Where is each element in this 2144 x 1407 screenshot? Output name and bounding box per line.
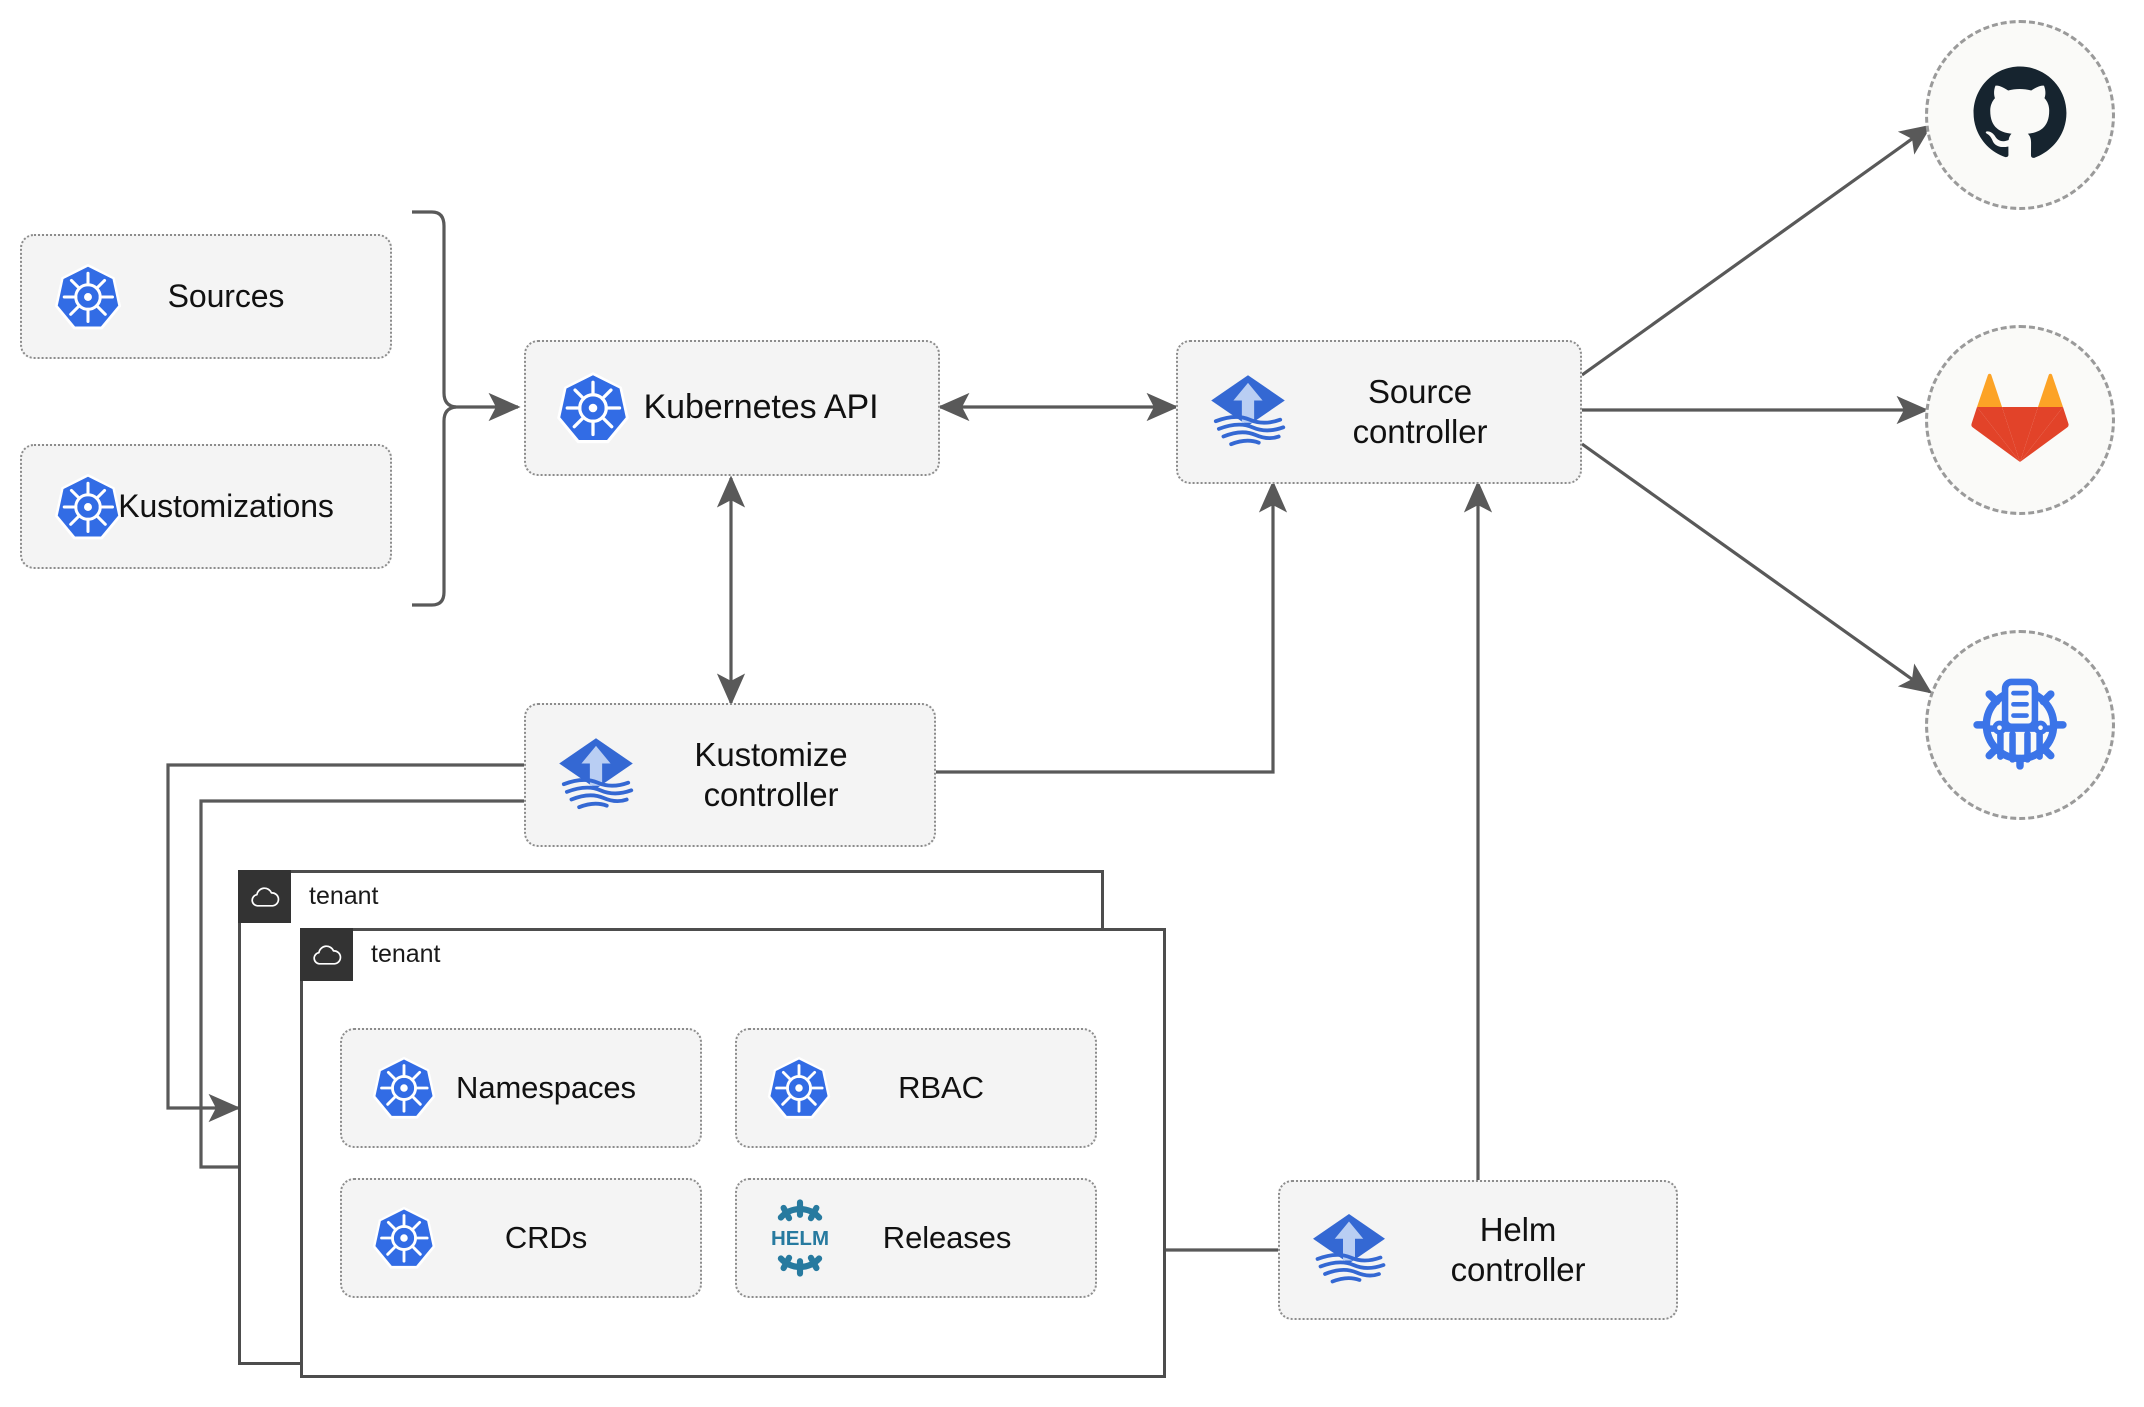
cloud-icon — [238, 870, 291, 923]
node-label: CRDs — [504, 1220, 588, 1256]
node-namespaces[interactable]: Namespaces — [340, 1028, 702, 1148]
cloud-icon — [300, 928, 353, 981]
node-crds[interactable]: CRDs — [340, 1178, 702, 1298]
kubernetes-icon — [765, 1054, 833, 1122]
svg-text:HELM: HELM — [771, 1227, 829, 1250]
node-kustomize-controller[interactable]: Kustomize controller — [524, 703, 936, 847]
node-rbac[interactable]: RBAC — [735, 1028, 1097, 1148]
node-sources[interactable]: Sources — [20, 234, 392, 359]
node-label: Kubernetes API — [643, 388, 879, 427]
node-label: Kustomize controller — [694, 735, 848, 813]
node-label: Source controller — [1352, 372, 1488, 450]
node-releases[interactable]: HELM Releases — [735, 1178, 1097, 1298]
kubernetes-icon — [52, 261, 124, 333]
kubernetes-icon — [554, 369, 632, 447]
flux-icon — [1202, 366, 1294, 458]
node-label: RBAC — [898, 1070, 984, 1106]
tenant-container-inner[interactable] — [300, 928, 1166, 1378]
kubernetes-icon — [370, 1054, 438, 1122]
tenant-tab-outer: tenant — [238, 870, 379, 923]
flux-icon — [1304, 1205, 1394, 1295]
flux-icon — [550, 729, 642, 821]
node-label: Kustomizations — [118, 487, 334, 524]
repo-github[interactable] — [1925, 20, 2115, 210]
repo-helm-repository[interactable] — [1925, 630, 2115, 820]
tenant-label: tenant — [309, 882, 379, 910]
kubernetes-icon — [370, 1204, 438, 1272]
github-icon — [1966, 59, 2074, 172]
tenant-tab-inner: tenant — [300, 928, 441, 981]
kubernetes-icon — [52, 471, 124, 543]
node-label: Sources — [167, 277, 285, 314]
node-label: Releases — [882, 1220, 1012, 1256]
tenant-label: tenant — [371, 940, 441, 968]
node-label: Helm controller — [1450, 1210, 1586, 1288]
helm-icon: HELM — [759, 1197, 841, 1279]
node-source-controller[interactable]: Source controller — [1176, 340, 1582, 484]
node-helm-controller[interactable]: Helm controller — [1278, 1180, 1678, 1320]
gitlab-icon — [1970, 372, 2070, 469]
node-kubernetes-api[interactable]: Kubernetes API — [524, 340, 940, 476]
helm-repository-icon — [1964, 667, 2076, 784]
repo-gitlab[interactable] — [1925, 325, 2115, 515]
node-kustomizations[interactable]: Kustomizations — [20, 444, 392, 569]
